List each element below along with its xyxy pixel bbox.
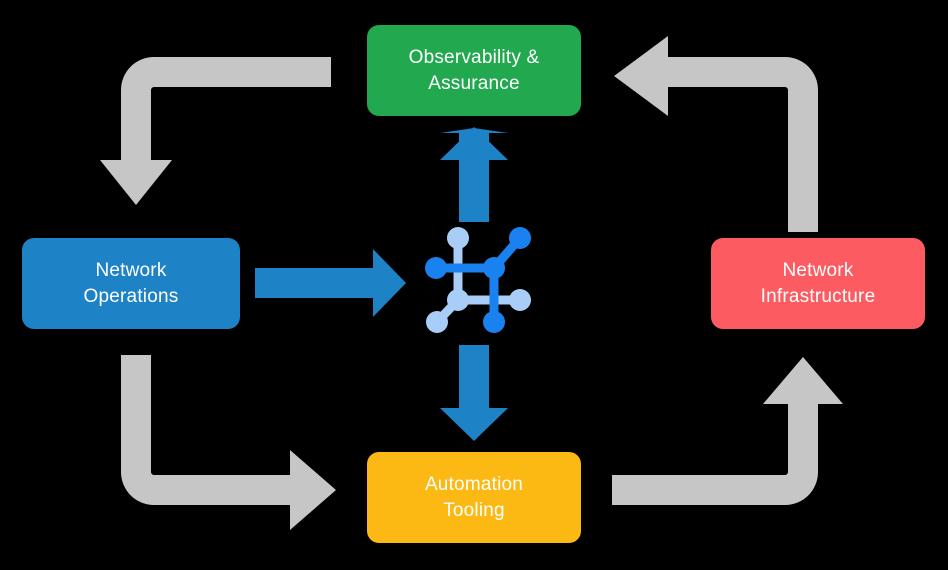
node-label-network-operations: Network Operations <box>84 258 179 308</box>
connector-network-infrastructure-to-observability <box>614 36 818 232</box>
node-label-network-infrastructure: Network Infrastructure <box>761 258 876 308</box>
node-label-network-infrastructure-line2: Infrastructure <box>760 285 876 307</box>
network-icon-light-nodes <box>426 227 531 333</box>
node-label-observability-line2: Assurance <box>428 72 520 94</box>
node-box-network-operations[interactable]: Network Operations <box>22 238 240 329</box>
connector-center-to-observability <box>440 127 508 222</box>
node-label-network-operations-line2: Operations <box>83 285 179 307</box>
network-mesh-icon <box>425 227 531 333</box>
network-icon-dark-nodes <box>425 227 531 333</box>
node-label-automation-tooling-line1: Automation <box>424 474 524 496</box>
node-label-network-infrastructure-line1: Network <box>782 260 854 282</box>
node-label-observability-line1: Observability & <box>408 47 540 69</box>
connector-center-to-automation-tooling <box>440 345 508 441</box>
node-box-automation-tooling[interactable]: Automation Tooling <box>367 452 581 543</box>
connector-network-operations-to-automation-tooling <box>121 355 336 530</box>
connector-network-operations-to-center <box>255 249 406 317</box>
node-label-automation-tooling-line2: Tooling <box>443 499 505 521</box>
connector-automation-tooling-to-network-infrastructure <box>612 357 843 505</box>
node-label-network-operations-line1: Network <box>95 260 167 282</box>
node-box-network-infrastructure[interactable]: Network Infrastructure <box>711 238 925 329</box>
connector-observability-to-network-operations <box>100 57 331 205</box>
node-box-observability[interactable]: Observability & Assurance <box>367 25 581 116</box>
node-label-automation-tooling: Automation Tooling <box>425 472 523 522</box>
node-label-observability: Observability & Assurance <box>409 45 540 95</box>
